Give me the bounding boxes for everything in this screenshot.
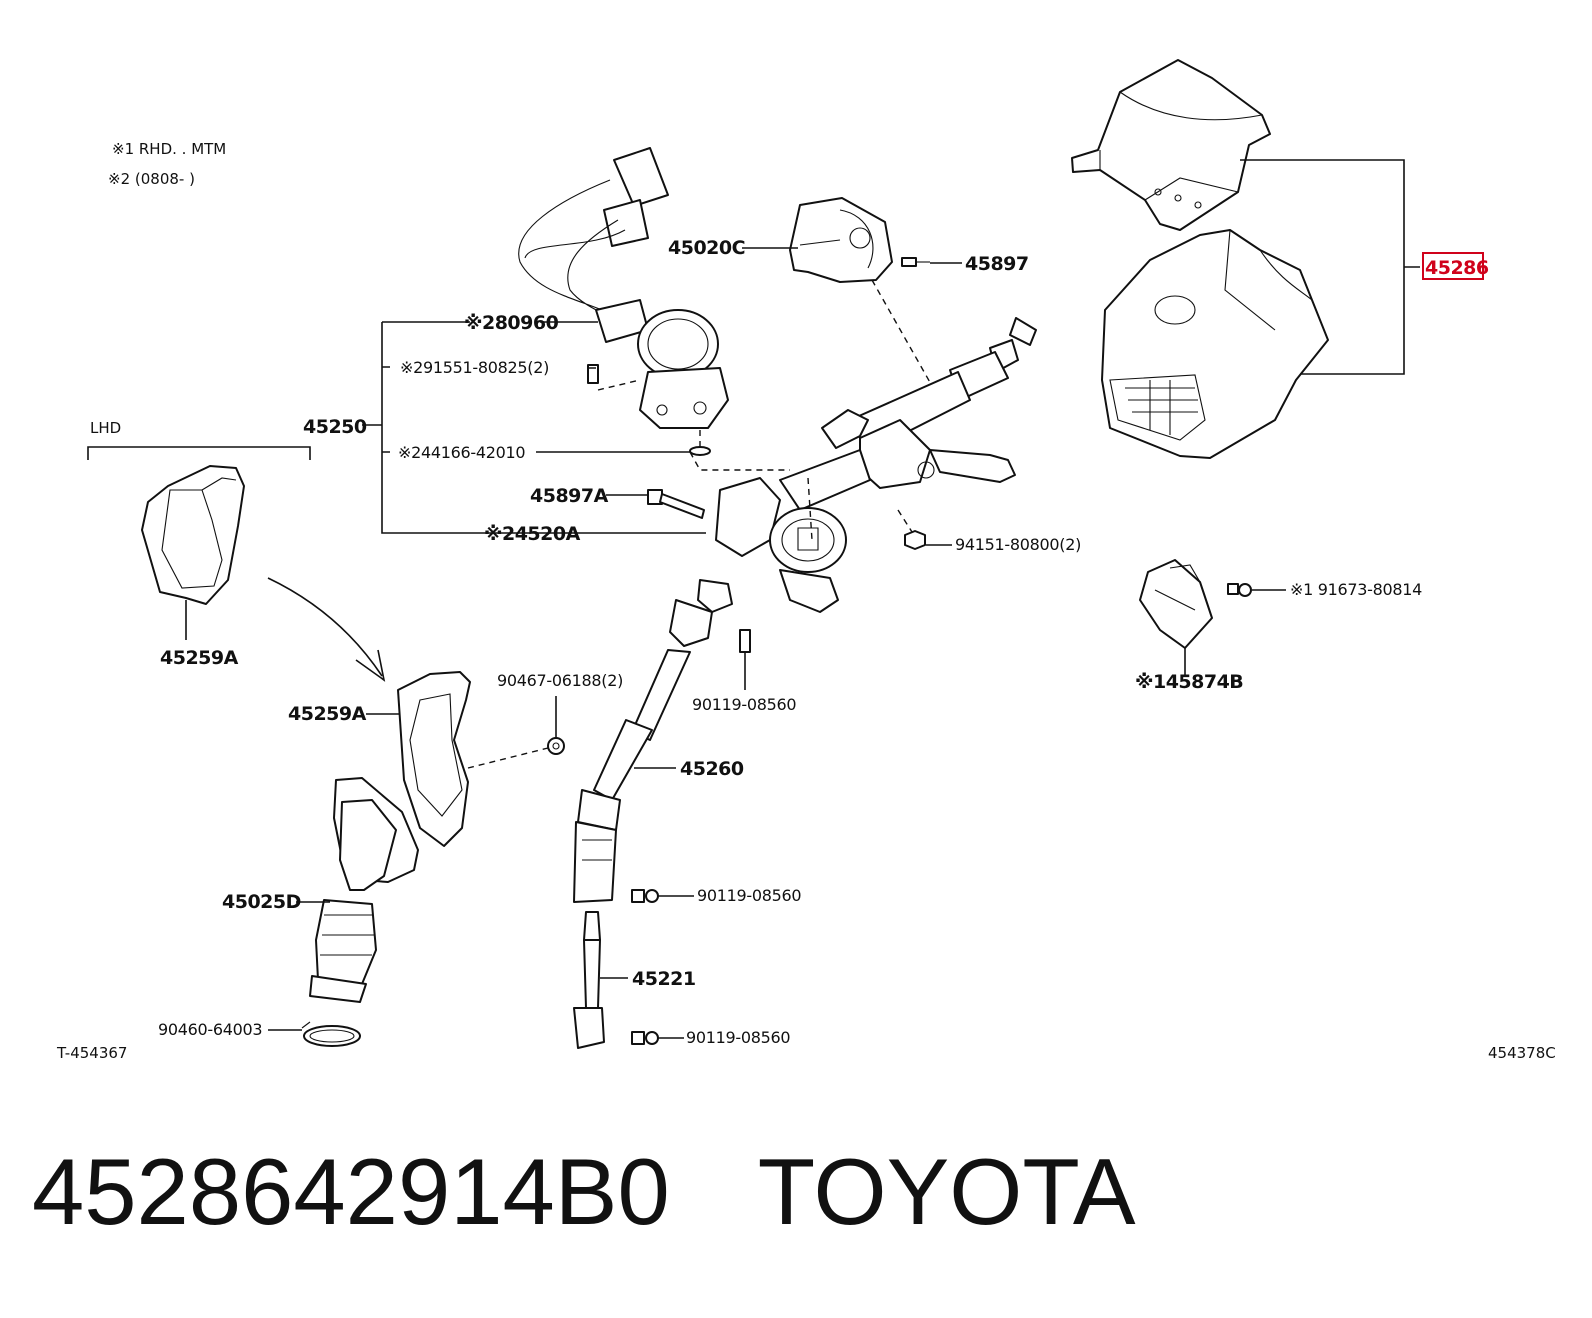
- column-cover-upper[interactable]: [1071, 59, 1271, 231]
- footer-part-number: 4528642914B0: [32, 1139, 670, 1244]
- callout-45897[interactable]: 45897: [965, 253, 1029, 275]
- lhd-label: LHD: [90, 419, 121, 437]
- callout-45221[interactable]: 45221: [632, 968, 696, 990]
- callout-94151[interactable]: 94151-80800(2): [955, 535, 1081, 554]
- footer-title: 4528642914B0 TOYOTA: [32, 1132, 1136, 1252]
- callout-45259A-top[interactable]: 45259A: [160, 647, 239, 669]
- steering-lock[interactable]: [789, 197, 893, 283]
- ref-right: 454378C: [1488, 1044, 1556, 1062]
- callout-44166[interactable]: ※244166-42010: [398, 443, 526, 462]
- callout-80960[interactable]: ※280960: [464, 312, 559, 334]
- bracket-45874B[interactable]: [1139, 559, 1213, 649]
- eps-motor-harness[interactable]: [518, 147, 729, 429]
- callout-90467[interactable]: 90467-06188(2): [497, 671, 623, 690]
- callout-90119-c[interactable]: 90119-08560: [686, 1028, 791, 1047]
- callout-4520A[interactable]: ※24520A: [484, 523, 581, 545]
- clamp-90460[interactable]: [301, 1021, 361, 1047]
- steering-column[interactable]: [715, 317, 1037, 613]
- callout-45020C[interactable]: 45020C: [668, 237, 746, 259]
- ref-left: T-454367: [56, 1044, 127, 1062]
- callout-45250[interactable]: 45250: [303, 416, 367, 438]
- seal-plate[interactable]: [397, 671, 471, 847]
- bolt-90119-lower[interactable]: [631, 1031, 659, 1045]
- callout-90119-b[interactable]: 90119-08560: [697, 886, 802, 905]
- note-date: ※2 (0808- ): [108, 170, 195, 188]
- dash-lock: [871, 279, 941, 401]
- callout-45259A[interactable]: 45259A: [288, 703, 367, 725]
- intermediate-shaft[interactable]: [573, 579, 733, 903]
- callout-45286[interactable]: 45286: [1425, 257, 1489, 279]
- callout-90460[interactable]: 90460-64003: [158, 1020, 263, 1039]
- footer-brand: TOYOTA: [757, 1139, 1136, 1244]
- bolt-90119-upper[interactable]: [739, 629, 751, 653]
- lhd-bracket: LHD: [87, 419, 311, 460]
- leader-45286: [1240, 159, 1420, 375]
- clip-90467[interactable]: [547, 737, 565, 755]
- dash-column: [689, 451, 813, 541]
- bolt-45897A[interactable]: [647, 489, 705, 519]
- nut-94151[interactable]: [904, 530, 926, 550]
- dash-94151: [897, 509, 913, 533]
- callout-91673[interactable]: ※1 91673-80814: [1290, 580, 1422, 599]
- lower-shaft[interactable]: [573, 911, 605, 1049]
- column-hole-cover[interactable]: [309, 777, 419, 1003]
- dash-45259A: [467, 747, 549, 769]
- column-cover-lower[interactable]: [1101, 229, 1329, 459]
- leader-45250: [362, 321, 706, 534]
- bolt-45897[interactable]: [901, 257, 930, 267]
- seal-plate-lhd[interactable]: [141, 465, 245, 605]
- callout-45025D[interactable]: 45025D: [222, 891, 301, 913]
- callout-45874B[interactable]: ※145874B: [1135, 671, 1244, 693]
- callout-45260[interactable]: 45260: [680, 758, 744, 780]
- callout-90119-a[interactable]: 90119-08560: [692, 695, 797, 714]
- note-rhd: ※1 RHD. . MTM: [112, 140, 226, 158]
- callout-45897A[interactable]: 45897A: [530, 485, 609, 507]
- oring-44166[interactable]: [689, 446, 711, 456]
- highlight-box: [1422, 252, 1484, 280]
- bolt-91551[interactable]: [587, 364, 599, 384]
- bolt-91673[interactable]: [1227, 583, 1252, 597]
- direction-arrow: [267, 577, 386, 682]
- callout-91551[interactable]: ※291551-80825(2): [400, 358, 549, 377]
- parts-diagram: ※1 RHD. . MTM ※2 (0808- ) LHD 45286 4502…: [56, 59, 1556, 1062]
- leader-45250-items: [536, 321, 690, 453]
- bolt-90119-mid[interactable]: [631, 889, 659, 903]
